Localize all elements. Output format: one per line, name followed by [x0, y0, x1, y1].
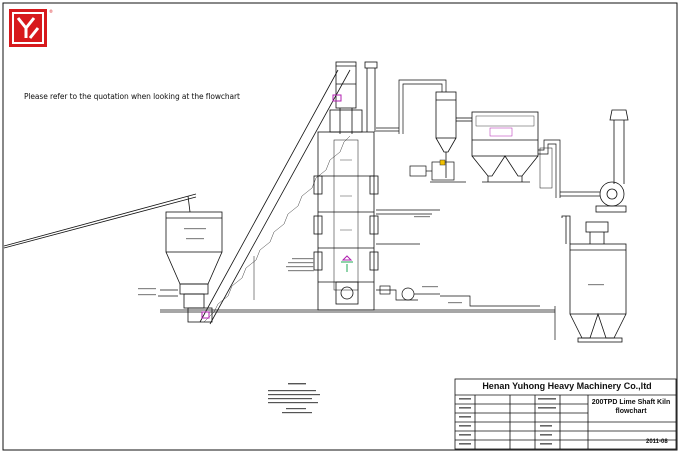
pump-unit: [409, 161, 466, 183]
hoist-bottom-marker: [201, 311, 210, 319]
exhaust-fan-stack: [560, 109, 629, 213]
svg-text:®: ®: [49, 9, 53, 14]
piping-labels: [414, 216, 462, 304]
drawing-subtitle: flowchart: [615, 408, 647, 415]
shaft-kiln: [313, 109, 379, 311]
title-block-cell-marks: [459, 398, 556, 445]
raw-material-bin: [158, 211, 223, 323]
ground-line: [160, 306, 556, 340]
kiln-chimney: [364, 61, 378, 132]
hoist-top-marker: [332, 94, 342, 102]
company-name: Henan Yuhong Heavy Machinery Co.,ltd: [482, 381, 652, 391]
feed-conveyor: [3, 193, 197, 249]
legend-block: [268, 383, 320, 414]
exhaust-duct: [376, 79, 447, 134]
silo-label: [588, 284, 604, 286]
pump-marker: [439, 159, 446, 166]
cyclone-tower: [435, 91, 472, 178]
drawing-title: 200TPD Lime Shaft Kiln: [591, 399, 671, 406]
flowchart-note: Please refer to the quotation when looki…: [24, 92, 240, 101]
inclined-hoist: [199, 61, 357, 325]
title-block-frame: [454, 378, 677, 450]
yuhong-logo: ®: [9, 9, 53, 47]
bag-filter: [471, 111, 539, 183]
filter-frame-magenta: [489, 127, 513, 137]
kiln-color-markers: [341, 255, 353, 272]
product-silo: [561, 215, 627, 343]
drawing-number: 2011-08: [646, 439, 668, 445]
kiln-annotations: [286, 258, 314, 272]
discharge-piping: [376, 209, 540, 307]
fan-duct: [538, 139, 561, 198]
bin-labels: [138, 228, 206, 296]
